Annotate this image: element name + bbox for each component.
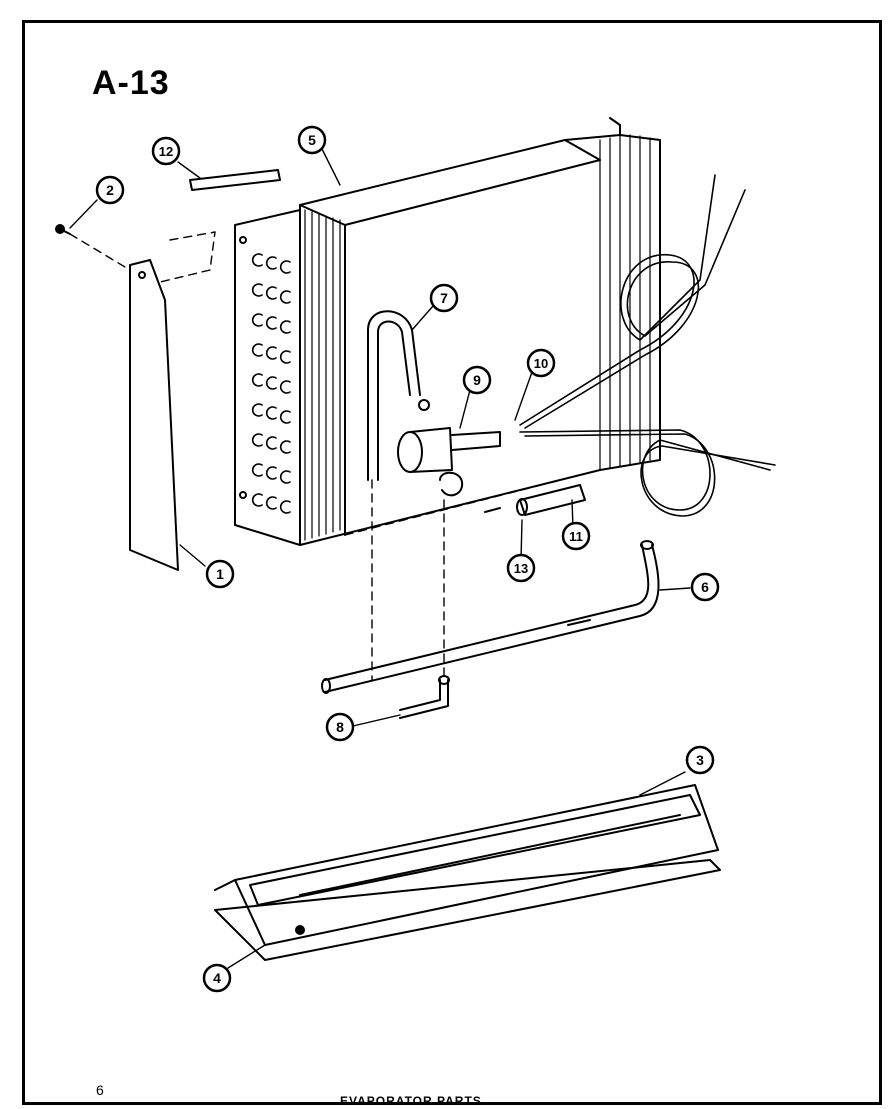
callout-5: 5 [297, 125, 327, 155]
callout-12: 12 [151, 136, 181, 166]
diagram-caption: EVAPORATOR PARTS [340, 1094, 482, 1108]
elbow-tube [399, 675, 450, 719]
callout-1: 1 [205, 559, 235, 589]
side-panel [129, 259, 179, 571]
callout-2: 2 [95, 175, 125, 205]
svg-text:2: 2 [106, 182, 114, 198]
leader-lines [69, 146, 691, 969]
svg-text:12: 12 [159, 144, 173, 159]
callout-8: 8 [325, 712, 355, 742]
sheet-border [22, 20, 882, 1105]
svg-text:10: 10 [534, 356, 548, 371]
svg-text:5: 5 [308, 132, 316, 148]
tube-fitting [516, 484, 586, 516]
callout-7: 7 [429, 283, 459, 313]
svg-text:6: 6 [701, 579, 709, 595]
callout-balloons: 1 2 3 4 5 6 7 8 9 10 11 12 13 [95, 125, 720, 993]
callout-11: 11 [561, 521, 591, 551]
insulation-pad [214, 859, 721, 961]
svg-text:7: 7 [440, 290, 448, 306]
callout-4: 4 [202, 963, 232, 993]
svg-text:11: 11 [569, 529, 583, 544]
svg-text:3: 3 [696, 752, 704, 768]
callout-3: 3 [685, 745, 715, 775]
page-number: 6 [96, 1082, 104, 1098]
screw [55, 224, 71, 235]
svg-text:8: 8 [336, 719, 344, 735]
callout-9: 9 [462, 365, 492, 395]
svg-text:1: 1 [216, 566, 224, 582]
callout-13: 13 [506, 553, 536, 583]
svg-text:13: 13 [514, 561, 528, 576]
foam-strip [189, 169, 281, 191]
drain-hose [367, 310, 421, 481]
capillary-tubes [519, 174, 776, 517]
assembly-lines [69, 159, 601, 681]
hose-clamp [439, 471, 501, 513]
evaporator-coil [234, 117, 661, 546]
drain-pipe [321, 540, 660, 694]
callout-10: 10 [526, 348, 556, 378]
svg-text:4: 4 [213, 970, 221, 986]
diagram-title: A-13 [92, 64, 170, 102]
svg-text:9: 9 [473, 372, 481, 388]
callout-6: 6 [690, 572, 720, 602]
drain-pan [214, 784, 719, 946]
drier-assembly [397, 399, 501, 473]
